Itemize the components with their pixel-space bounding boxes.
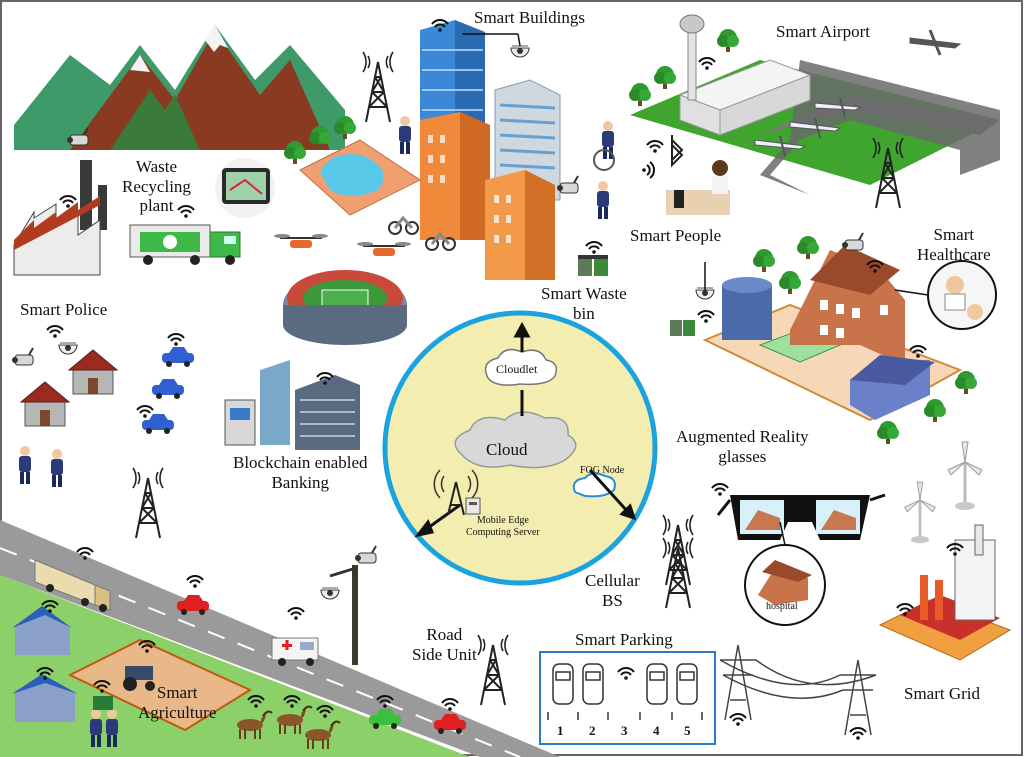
label-cellular-bs-line1: Cellular [585,571,640,590]
parking-slot-2: 2 [589,723,596,738]
label-waste-recycling: Waste Recycling plant [122,157,191,216]
label-smart-healthcare: Smart Healthcare [917,225,991,264]
label-augmented-reality-line2: glasses [718,446,767,466]
ambulance-icon [271,637,319,666]
wind-turbine-icon [903,440,984,545]
label-cellular-bs: Cellular BS [585,571,640,610]
label-blockchain-banking-line1: Blockchain enabled [233,453,368,472]
label-fog-node: FOG Node [580,465,625,476]
tower-icon [132,467,164,539]
label-smart-agriculture: Smart Agriculture [138,683,216,722]
tractor-icon [123,666,155,691]
police-car-icon [142,347,194,434]
smart-people-group [593,121,730,219]
label-cellular-bs-line2: BS [601,590,623,610]
doctor-icon [894,260,997,330]
label-smart-airport: Smart Airport [776,22,870,41]
street-light-icon [320,545,377,665]
label-augmented-reality: Augmented Reality glasses [676,427,809,466]
label-smart-people: Smart People [630,226,722,245]
smartphone-icon [215,158,275,218]
label-smart-buildings: Smart Buildings [474,8,585,27]
glasses-icon [716,493,886,540]
house-icon [20,349,118,427]
label-smart-grid: Smart Grid [904,684,981,703]
farm-field [67,638,253,732]
label-road-side-unit-line1: Road [426,625,463,644]
label-road-side-unit: Road Side Unit [412,625,477,664]
ar-zoom-circle [744,521,826,626]
label-mec-server-line2: Computing Server [466,526,540,538]
power-plant-icon [878,524,1012,661]
label-smart-agriculture-line2: Agriculture [138,702,217,722]
parking-slot-5: 5 [684,723,691,738]
arrow-icon [414,321,637,538]
bluetooth-icon [671,135,684,168]
label-smart-agriculture-line1: Smart [156,683,198,702]
motorbike-icon [388,215,456,251]
garbage-truck-icon [129,224,241,265]
pool-icon [284,116,421,216]
parking-slot-3: 3 [621,723,628,738]
label-cloud: Cloud [486,440,528,459]
label-smart-parking: Smart Parking [575,630,673,649]
label-smart-police: Smart Police [20,300,108,319]
label-smart-waste-bin-line2: bin [572,303,595,323]
label-waste-recycling-line2: Recycling [122,176,191,196]
waste-bin-icon [578,255,608,276]
label-waste-recycling-line1: Waste [135,157,178,176]
parking-slot-1: 1 [557,723,564,738]
label-mec-server-line1: Mobile Edge [476,515,529,526]
label-road-side-unit-line2: Side Unit [412,644,477,664]
parking-car-icon [552,663,698,705]
label-smart-healthcare-line1: Smart [933,225,975,244]
atm-icon [224,399,256,446]
label-blockchain-banking: Blockchain enabled Banking [233,453,368,492]
tower-icon [362,51,394,123]
label-blockchain-banking-line2: Banking [271,472,330,492]
label-augmented-reality-line1: Augmented Reality [676,427,809,446]
airport-icon [630,14,1000,195]
label-smart-waste-bin-line1: Smart Waste [541,284,627,303]
label-smart-waste-bin: Smart Waste bin [541,284,627,323]
antenna-icon [433,469,479,516]
label-cloudlet: Cloudlet [496,362,538,376]
server-icon [465,497,481,515]
building-icon [420,20,561,280]
cloud-icon [454,348,616,498]
grass-field [0,575,470,757]
parking-slot-4: 4 [653,723,660,738]
tower-icon [477,634,509,706]
truck-icon [34,559,111,612]
stadium-icon [283,270,407,345]
mountain-icon [14,25,345,150]
police-officer-icon [19,446,63,487]
barn-icon [12,606,78,722]
person-icon [399,116,411,154]
waste-bin-icon [670,320,695,336]
bank-building-icon [260,360,360,450]
label-hospital: hospital [766,601,798,612]
hospital-building-icon [702,245,963,422]
power-line-icon [719,644,877,736]
farmer-icon [90,696,118,747]
airplane-icon [754,29,962,157]
label-smart-healthcare-line2: Healthcare [917,244,991,264]
label-mec-server: Mobile Edge Computing Server [466,515,540,538]
label-waste-recycling-line3: plant [139,196,174,216]
factory-icon [13,160,107,276]
drone-icon [274,234,411,256]
